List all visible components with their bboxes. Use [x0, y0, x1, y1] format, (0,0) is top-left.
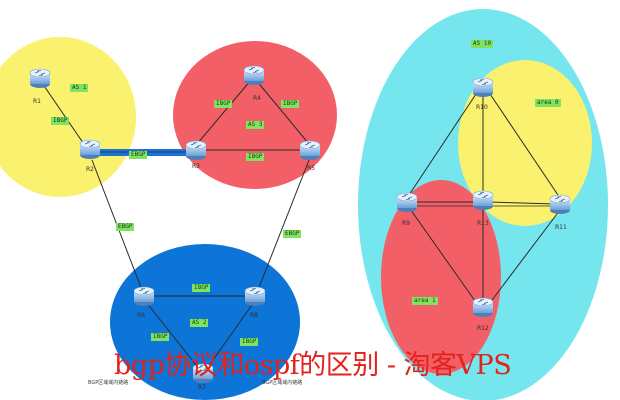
- caption-right: BGP区域域内链路: [262, 380, 303, 386]
- as3-zone: [173, 41, 337, 189]
- area1-label: area 1: [412, 297, 438, 305]
- router-icon[interactable]: [244, 286, 266, 307]
- area1-zone: [381, 180, 501, 374]
- router-label-r1: R1: [33, 98, 41, 105]
- router-icon[interactable]: [299, 140, 321, 161]
- router-label-r6: R6: [137, 312, 145, 319]
- link-label-r6-r7: IBGP: [151, 333, 170, 341]
- as10-label: AS 10: [471, 40, 494, 48]
- link-label-r3-r5: IBGP: [246, 153, 265, 161]
- link-label-r1-r2: IBGP: [51, 117, 70, 125]
- area0-label: area 0: [535, 99, 561, 107]
- caption-left: BGP区域域内链路: [88, 380, 129, 386]
- router-icon[interactable]: [396, 192, 418, 213]
- link-label-r8-r7: IBGP: [240, 338, 259, 346]
- router-icon[interactable]: [472, 77, 494, 98]
- router-label-r8: R8: [250, 312, 258, 319]
- link-r10-r9: [406, 87, 481, 199]
- as3-label: AS 3: [246, 121, 265, 129]
- link-label-r5-r8: EBGP: [283, 230, 302, 238]
- router-label-r2: R2: [86, 166, 94, 173]
- router-label-r4: R4: [253, 95, 261, 102]
- link-label-r6-r8: IBGP: [192, 284, 211, 292]
- link-r5-r8: [257, 159, 310, 291]
- link-label-r2-r3: EBGP: [129, 151, 148, 159]
- router-label-r13: R13: [477, 220, 489, 227]
- link-r4-r5: [255, 79, 310, 145]
- router-label-r10: R10: [476, 104, 488, 111]
- link-r9-r12: [407, 205, 481, 309]
- router-icon[interactable]: [549, 194, 571, 215]
- router-label-r12: R12: [477, 325, 489, 332]
- link-r13-r11: [488, 201, 557, 205]
- link-r1-r2: [39, 79, 89, 151]
- link-label-r3-r4: IBGP: [214, 100, 233, 108]
- watermark-text: bgp协议和ospf的区别 - 淘客VPS: [114, 350, 512, 381]
- router-label-r9: R9: [402, 220, 410, 227]
- link-r11-r12: [485, 209, 561, 309]
- router-label-r7: R7: [198, 384, 206, 391]
- router-label-r5: R5: [307, 165, 315, 172]
- router-icon[interactable]: [133, 286, 155, 307]
- as1-label: AS 1: [70, 84, 89, 92]
- router-label-r3: R3: [192, 163, 200, 170]
- router-icon[interactable]: [29, 68, 51, 89]
- router-label-r11: R11: [555, 224, 567, 231]
- router-icon[interactable]: [472, 190, 494, 211]
- link-label-r2-r6: EBGP: [116, 223, 135, 231]
- router-icon[interactable]: [472, 297, 494, 318]
- router-icon[interactable]: [79, 139, 101, 160]
- as2-label: AS 2: [190, 319, 209, 327]
- link-r8-r7: [205, 301, 255, 371]
- link-r10-r11: [485, 87, 561, 199]
- router-icon[interactable]: [185, 140, 207, 161]
- link-r3-r4: [196, 79, 252, 145]
- link-label-r4-r5: IBGP: [281, 100, 300, 108]
- link-r6-r7: [145, 301, 201, 371]
- router-icon[interactable]: [243, 65, 265, 86]
